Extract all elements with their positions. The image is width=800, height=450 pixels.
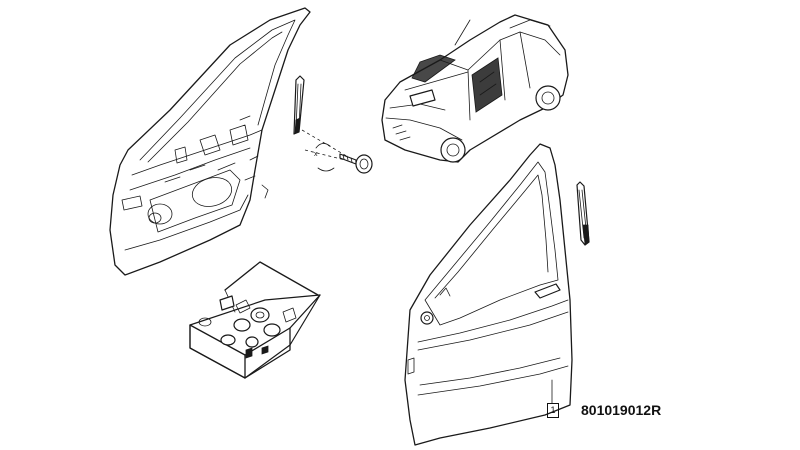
screw-marker: x: [314, 151, 318, 158]
part-number: 801019012R: [581, 402, 662, 418]
outer-door-panel: [404, 143, 573, 446]
callout-number: 1: [547, 403, 559, 418]
outer-seal-strip: [576, 181, 590, 246]
window-seal-strip: [293, 75, 351, 161]
screw: [315, 143, 373, 174]
parts-box: [189, 261, 321, 379]
car-illustration: [381, 14, 569, 163]
inner-door-frame: [109, 7, 311, 276]
